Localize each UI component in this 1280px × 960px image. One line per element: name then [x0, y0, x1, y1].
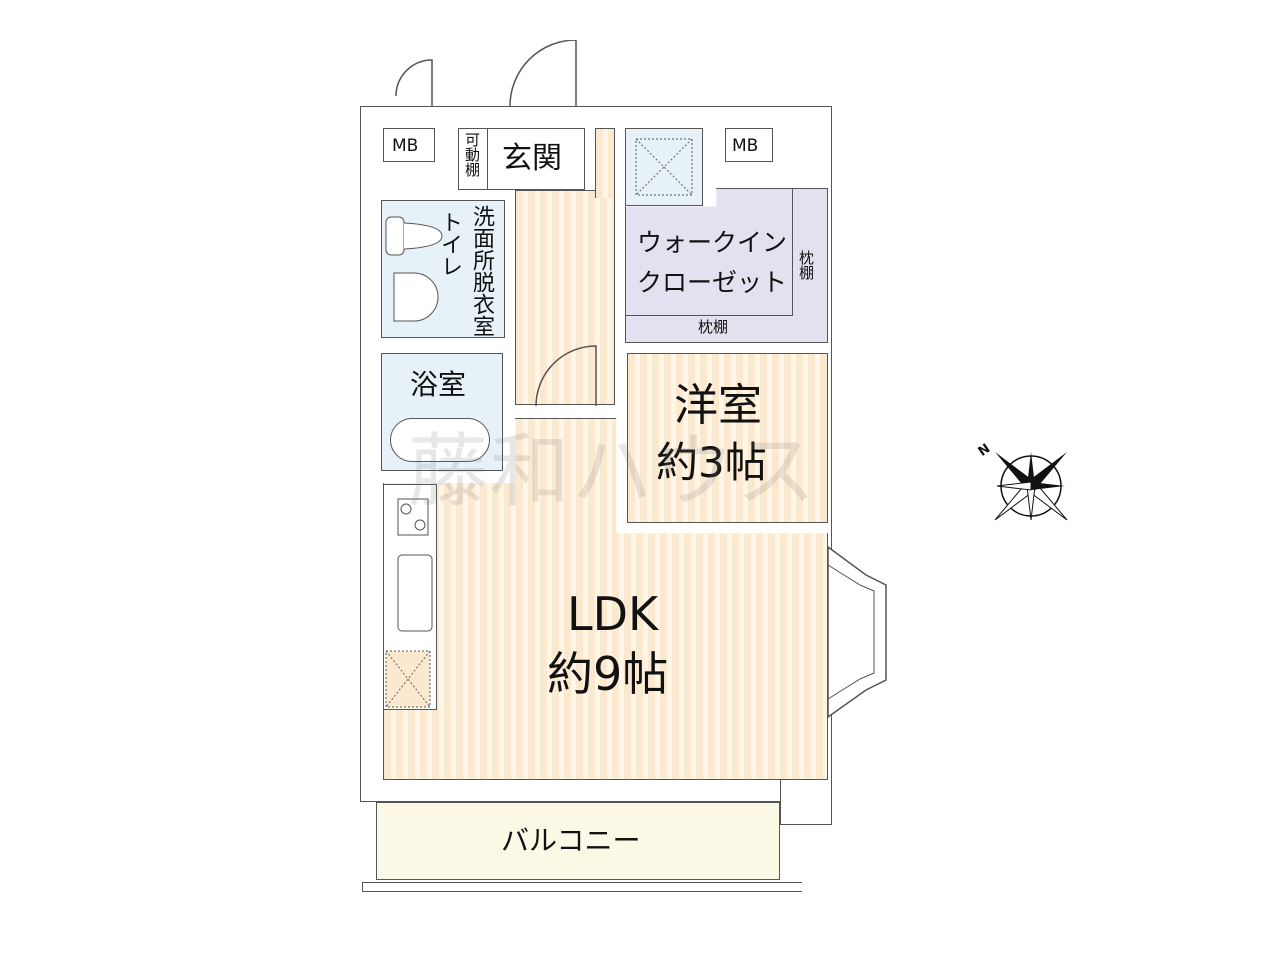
ldk-label: LDK [567, 587, 659, 641]
ldk-size: 約9帖 [547, 647, 669, 701]
toilet-and-sink-icon [385, 216, 443, 322]
bathroom-label: 浴室 [410, 368, 467, 401]
bay-window [827, 545, 887, 719]
entrance: 玄関 [487, 128, 585, 190]
pillow-shelf-side-label: 枕棚 [797, 250, 815, 280]
shelf-label: 可動棚 [463, 132, 481, 177]
balcony: バルコニー [376, 802, 780, 880]
bathtub-icon [390, 418, 490, 462]
meter-box-right: MB [725, 128, 773, 162]
walk-in-closet [625, 188, 828, 343]
entry-door-swings [395, 40, 577, 107]
closet-inner: ウォークイン クローゼット [625, 188, 793, 316]
western-room-label: 洋室 [674, 380, 762, 431]
entrance-label: 玄関 [502, 141, 562, 176]
stove-sink-icon [385, 498, 433, 708]
meter-box-left: MB [383, 128, 435, 162]
kitchen-counter [383, 484, 437, 710]
hallway [515, 190, 615, 405]
compass-north-label: N [975, 441, 994, 460]
bathroom: 浴室 [381, 353, 503, 471]
pillow-shelf-bottom-label: 枕棚 [698, 318, 729, 336]
wic-label-1: ウォークイン [637, 228, 788, 257]
wic-label-2: クローゼット [637, 268, 788, 297]
hallway-upper [595, 128, 615, 198]
movable-shelf: 可動棚 [458, 128, 488, 190]
balcony-label: バルコニー [501, 824, 641, 857]
mb-label: MB [392, 136, 419, 156]
western-room: 洋室 約3帖 [627, 353, 828, 523]
mb-label: MB [732, 136, 759, 156]
storage [625, 128, 703, 206]
storage-cross-icon [635, 138, 693, 196]
washroom-label: 洗面所脱衣室 [469, 205, 494, 337]
western-room-size: 約3帖 [656, 438, 767, 487]
washroom: 洗面所脱衣室 トイレ [381, 200, 505, 338]
toilet-label: トイレ [437, 211, 462, 277]
watermark: 藤和ハウス [408, 425, 818, 518]
door-swing [535, 345, 597, 407]
balcony-rail [362, 882, 802, 892]
wall-corner [780, 780, 832, 825]
compass-rose: N [975, 440, 1075, 530]
compass-icon [994, 452, 1068, 521]
